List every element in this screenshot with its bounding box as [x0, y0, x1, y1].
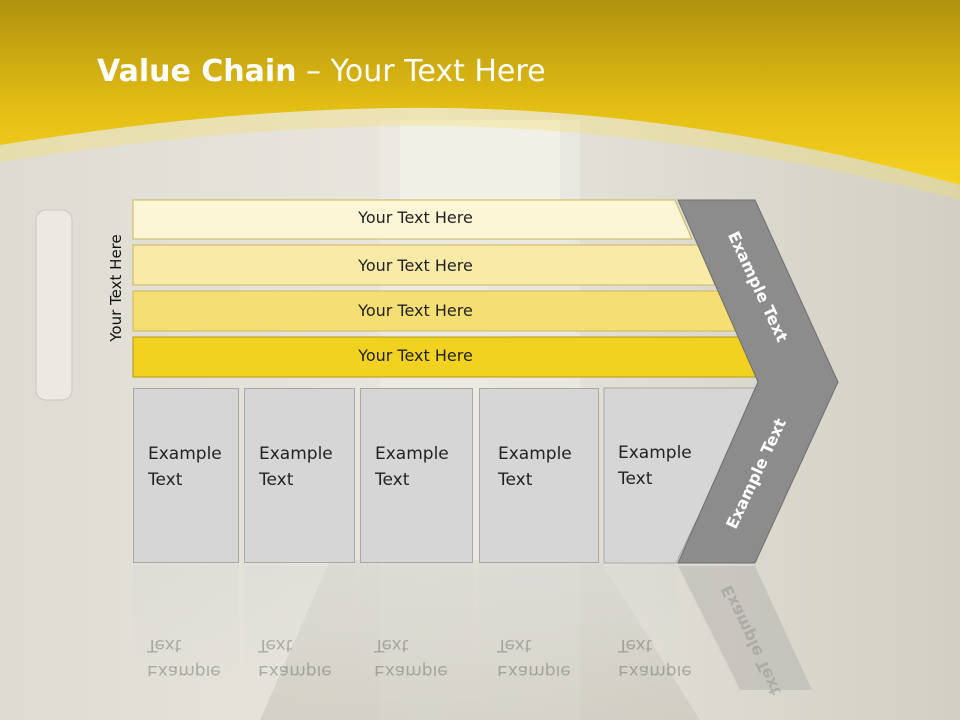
- slide-title-rest: – Your Text Here: [296, 54, 546, 89]
- column-box-2-line2: Text: [259, 470, 294, 490]
- reflection-text-2: Example Text: [258, 632, 332, 676]
- column-box-1-line1: Example: [148, 444, 222, 464]
- chevron-arrow: [677, 199, 839, 564]
- reflection-text-4: Example Text: [497, 632, 571, 676]
- row-label-3: Your Text Here: [358, 301, 473, 320]
- row-bar-1: [132, 199, 693, 240]
- slide-title: Value Chain – Your Text Here: [97, 54, 546, 89]
- reflection-text-5: Example Text: [618, 632, 692, 676]
- row-label-1: Your Text Here: [358, 208, 473, 227]
- reflection-text-3-line2: Text: [374, 635, 409, 655]
- reflection-text-1: Example Text: [147, 632, 221, 676]
- chevron-reflection: [678, 566, 812, 690]
- column-box-3-line2: Text: [375, 470, 410, 490]
- reflection-text-1-line1: Example: [147, 661, 221, 676]
- reflection-text-5-line1: Example: [618, 661, 692, 676]
- column-box-4-line2: Text: [498, 470, 533, 490]
- column-box-3-line1: Example: [375, 444, 449, 464]
- box-5-shape: [603, 387, 761, 564]
- column-box-4-line1: Example: [498, 444, 572, 464]
- column-box-2-line1: Example: [259, 444, 333, 464]
- reflection-text-1-line2: Text: [147, 635, 182, 655]
- reflection-text-3: Example Text: [374, 632, 448, 676]
- reflection-text-4-line1: Example: [497, 661, 571, 676]
- boxes-reflection: Example Text Example Text Example Text Exam…: [133, 566, 753, 676]
- reflection-text-4-line2: Text: [497, 635, 532, 655]
- column-box-5-line1: Example: [618, 443, 692, 463]
- column-box-5-line2: Text: [618, 469, 653, 489]
- boxes-reflection-shapes: [133, 566, 676, 676]
- reflection-text-3-line1: Example: [374, 661, 448, 676]
- reflection-text-5-line2: Text: [618, 635, 653, 655]
- slide-title-bold: Value Chain: [97, 54, 297, 89]
- row-label-2: Your Text Here: [358, 256, 473, 275]
- reflection-text-2-line2: Text: [258, 635, 293, 655]
- row-label-4: Your Text Here: [358, 346, 473, 365]
- column-box-1-line2: Text: [148, 470, 183, 490]
- reflection-text-2-line1: Example: [258, 661, 332, 676]
